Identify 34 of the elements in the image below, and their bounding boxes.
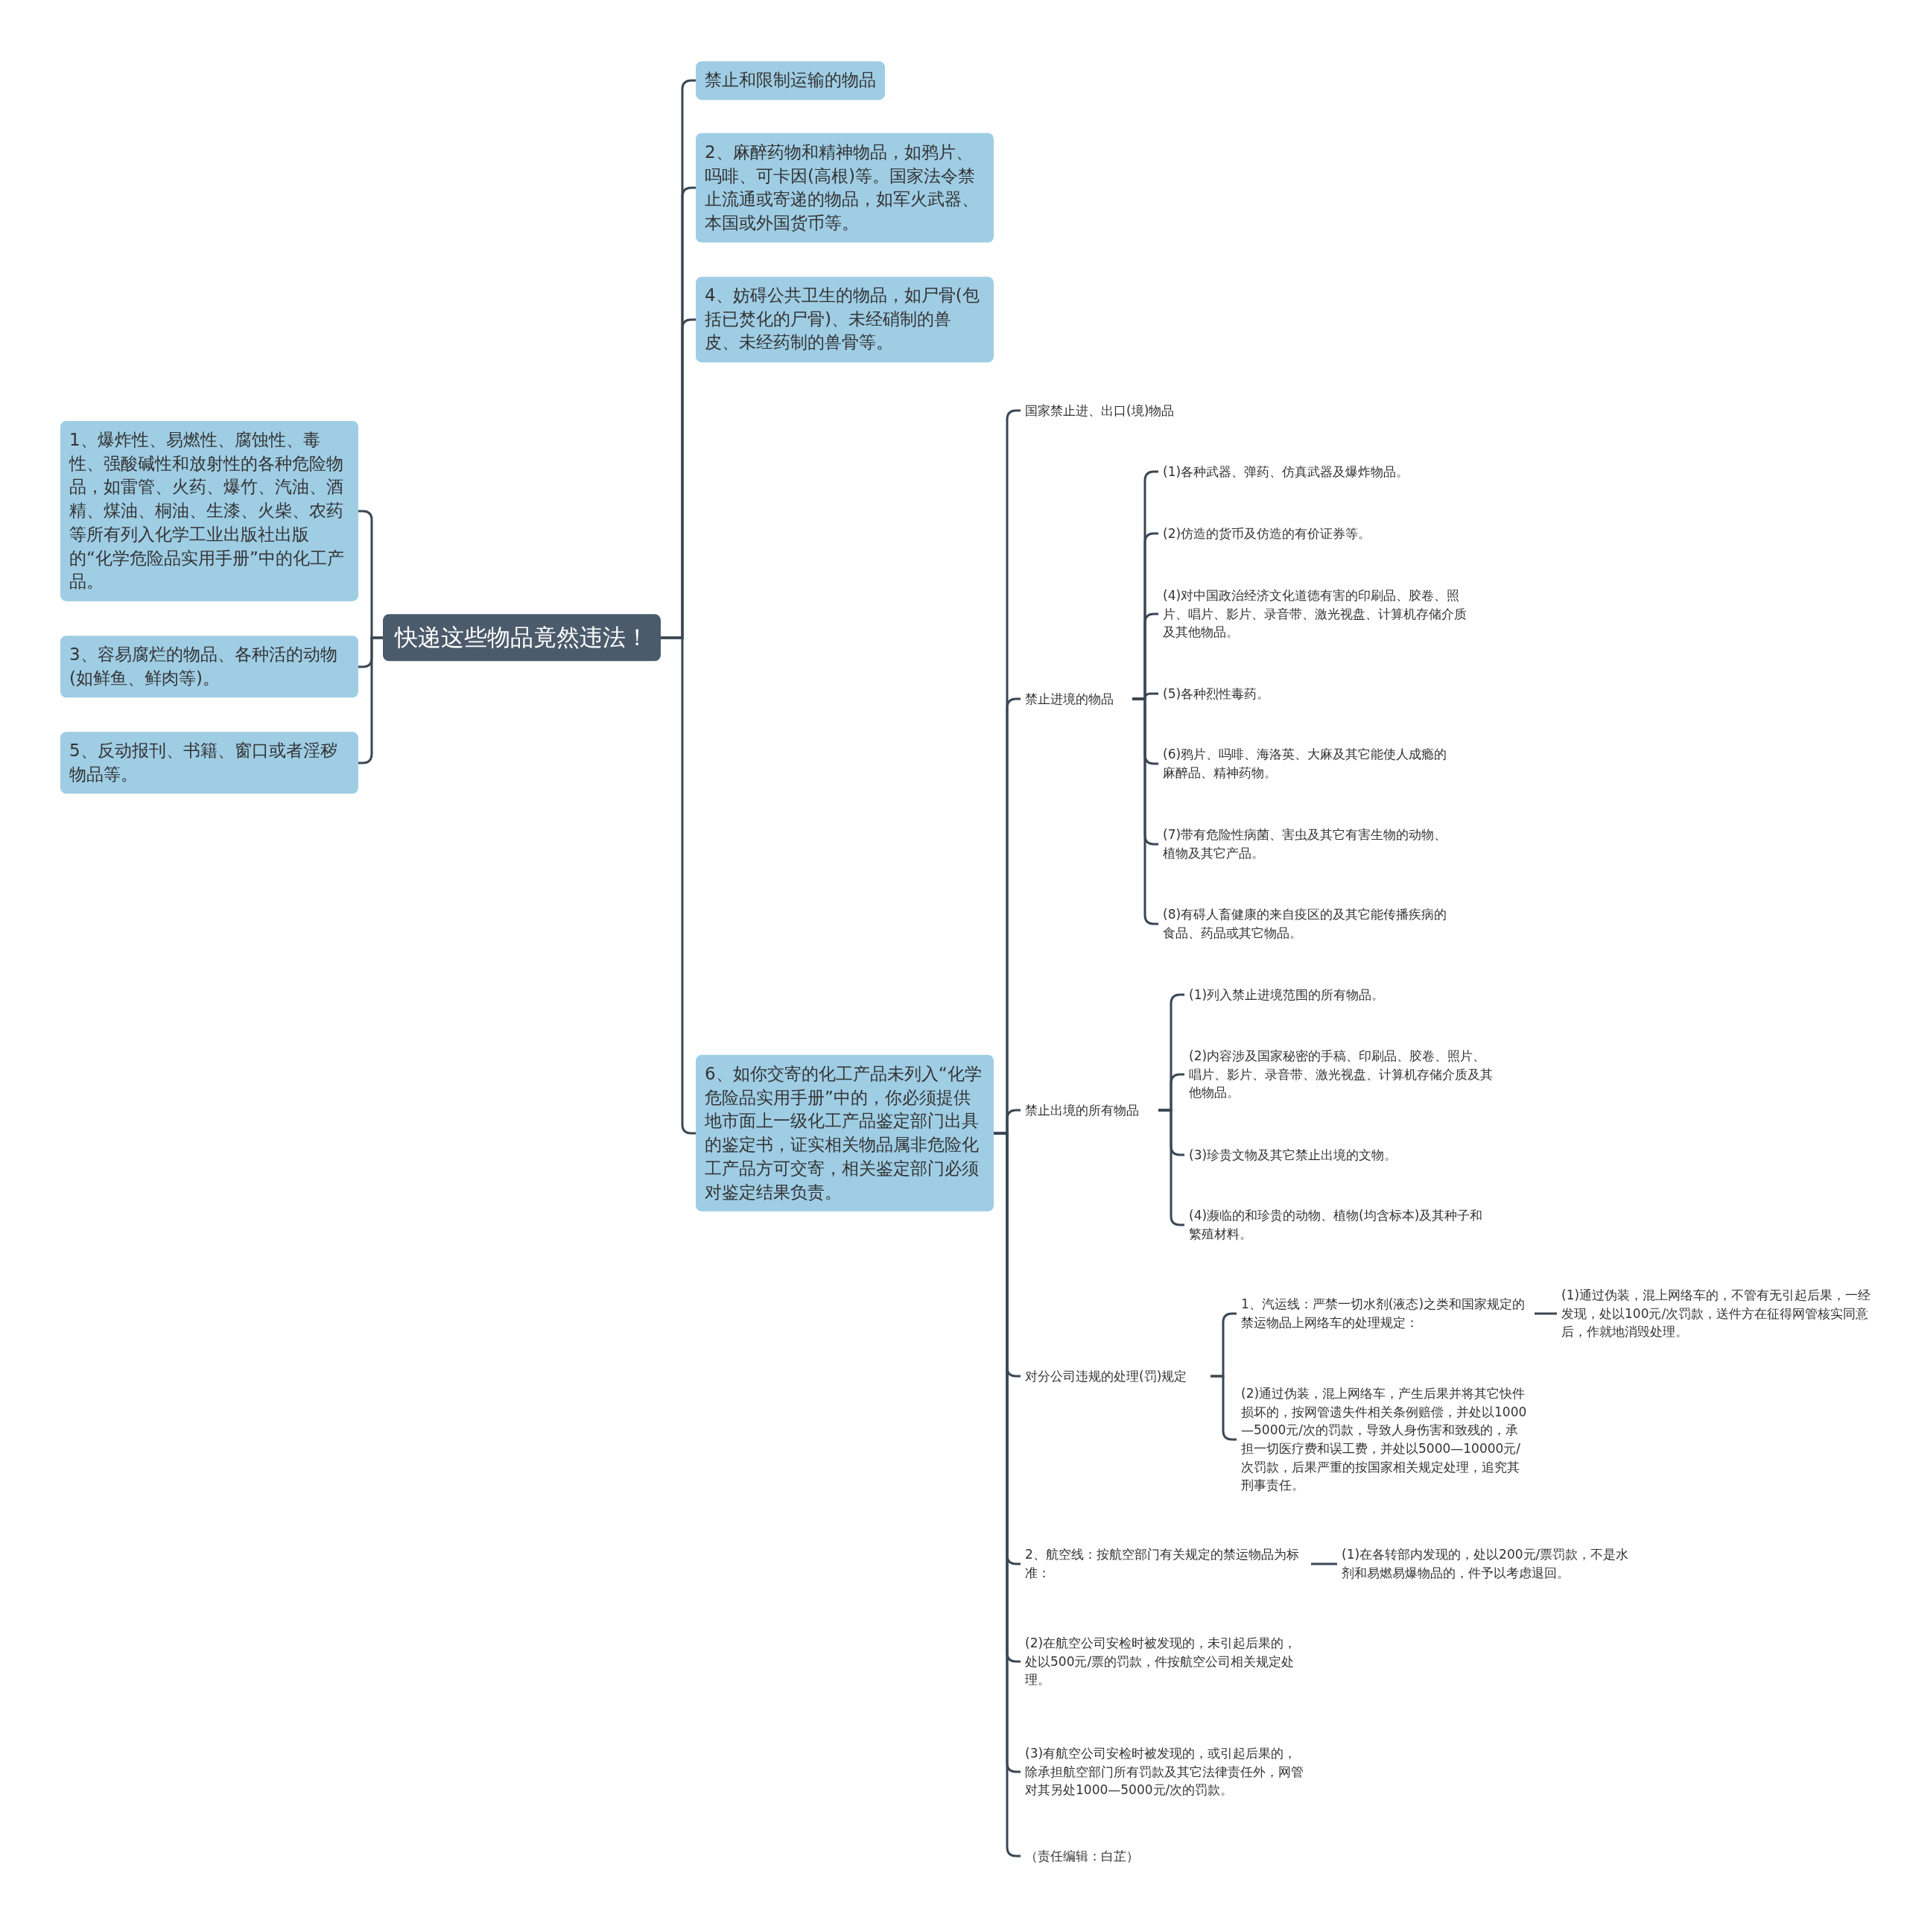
topic-card: 6、如你交寄的化工产品未列入“化学危险品实用手册”中的，你必须提供地市面上一级化工产品鉴定部门出具的鉴定书，证实相关物品属非危险化工产品方可交寄，相关鉴定部门必须对鉴定结果负责。 [696, 1054, 994, 1212]
topic-text: (1)通过伪装，混上网络车的，不管有无引起后果，一经发现，处以100元/次罚款，送件方在征得网管核实同意后，作就地消毁处理。 [1557, 1285, 1885, 1343]
topic-text: (2)内容涉及国家秘密的手稿、印刷品、胶卷、照片、唱片、影片、录音带、激光视盘、计算机存储介质及其他物品。 [1184, 1045, 1497, 1103]
connector-line [358, 636, 383, 764]
topic-text: 1、汽运线：严禁一切水剂(液态)之类和国家规定的禁运物品上网络车的处理规定： [1237, 1293, 1535, 1334]
topic-text: (1)列入禁止进境范围的所有物品。 [1184, 984, 1497, 1006]
topic-card: 1、爆炸性、易燃性、腐蚀性、毒性、强酸碱性和放射性的各种危险物品，如雷管、火药、爆竹、汽油、酒精、煤油、桐油、生漆、火柴、农药等所有列入化学工业出版社出版的“化学危险品实用手册”中的化工产品。 [60, 420, 358, 602]
topic-text: (6)鸦片、吗啡、海洛英、大麻及其它能使人成瘾的麻醉品、精神药物。 [1158, 744, 1456, 784]
topic-text: 2、航空线：按航空部门有关规定的禁运物品为标准： [1021, 1544, 1311, 1584]
topic-text: (3)有航空公司安检时被发现的，或引起后果的，除承担航空部门所有罚款及其它法律责任外，网管对其另处1000—5000元/次的罚款。 [1021, 1743, 1311, 1801]
topic-text: (3)珍贵文物及其它禁止出境的文物。 [1184, 1144, 1497, 1166]
topic-card: 禁止和限制运输的物品 [696, 61, 885, 100]
topic-card: 5、反动报刊、书籍、窗口或者淫秽物品等。 [60, 732, 358, 794]
topic-text: (5)各种烈性毒药。 [1158, 682, 1471, 705]
topic-card: 4、妨碍公共卫生的物品，如尸骨(包括已焚化的尸骨)、未经硝制的兽皮、未经药制的兽骨等。 [696, 276, 994, 363]
topic-text: (2)仿造的货币及仿造的有价证券等。 [1158, 522, 1471, 545]
topic-text: 国家禁止进、出口(境)物品 [1021, 399, 1229, 422]
topic-card: 2、麻醉药物和精神物品，如鸦片、吗啡、可卡因(高根)等。国家法令禁止流通或寄递的物品，如军火武器、本国或外国货币等。 [696, 133, 994, 243]
topic-text: (2)在航空公司安检时被发现的，未引起后果的，处以500元/票的罚款，件按航空公司相关规定处理。 [1021, 1632, 1311, 1691]
topic-text: (1)各种武器、弹药、仿真武器及爆炸物品。 [1158, 460, 1471, 483]
topic-card: 3、容易腐烂的物品、各种活的动物(如鲜鱼、鲜肉等)。 [60, 636, 358, 698]
topic-text: (4)对中国政治经济文化道德有害的印刷品、胶卷、照片、唱片、影片、录音带、激光视盘、计算机存储介质及其他物品。 [1158, 585, 1471, 643]
topic-text: (1)在各转部内发现的，处以200元/票罚款，不是水剂和易燃易爆物品的，件予以考虑退回。 [1337, 1544, 1635, 1584]
connector-line [1311, 1562, 1337, 1565]
topic-text: 禁止出境的所有物品 [1021, 1099, 1158, 1121]
topic-text: (2)通过伪装，混上网络车，产生后果并将其它快件损坏的，按网管遗失件相关条例赔偿，并处以1000—5000元/次的罚款，导致人身伤害和致残的，承担一切医疗费和误工费，并处以5000—10000元/次罚款，后果严重的按国家相关规定处理，追究其刑事责任。 [1237, 1383, 1535, 1496]
topic-text: 禁止进境的物品 [1021, 688, 1132, 710]
topic-text: (7)带有危险性病菌、害虫及其它有害生物的动物、植物及其它产品。 [1158, 824, 1456, 864]
topic-text: （责任编辑：白芷） [1021, 1845, 1184, 1867]
topic-text: (8)有碍人畜健康的来自疫区的及其它能传播疾病的食品、药品或其它物品。 [1158, 904, 1456, 944]
central-topic: 快递这些物品竟然违法！ [383, 614, 661, 662]
connector-line [1535, 1312, 1557, 1315]
topic-text: (4)濒临的和珍贵的动物、植物(均含标本)及其种子和繁殖材料。 [1184, 1205, 1497, 1245]
topic-text: 对分公司违规的处理(罚)规定 [1021, 1365, 1210, 1387]
